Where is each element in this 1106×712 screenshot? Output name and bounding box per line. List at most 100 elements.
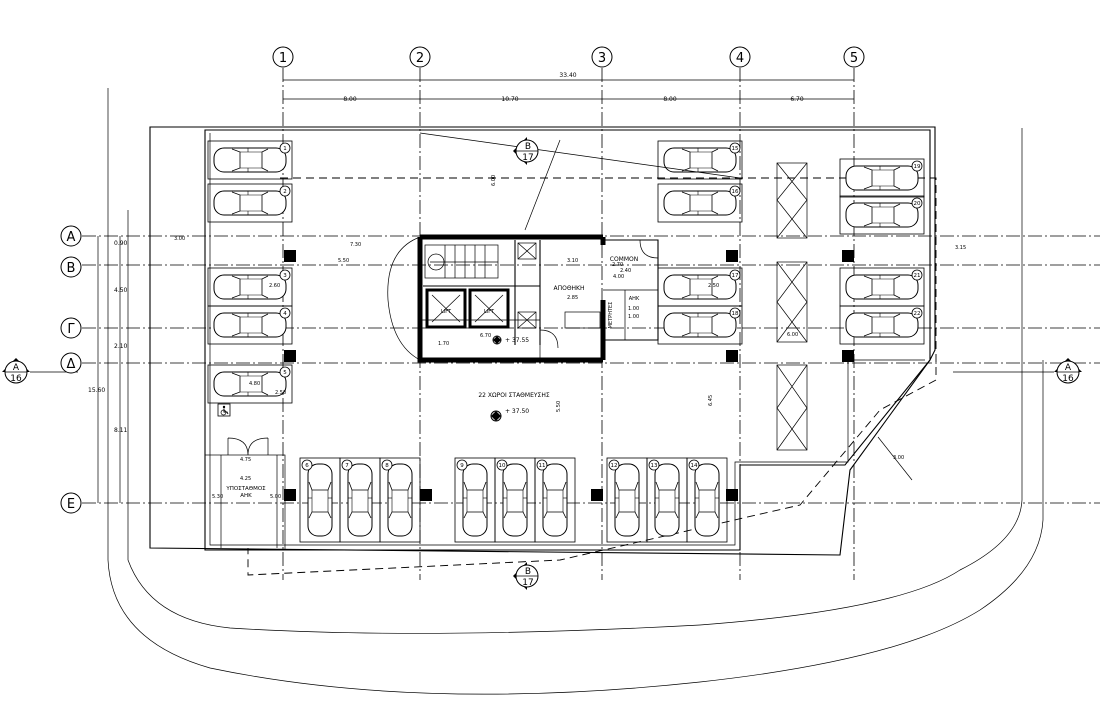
svg-text:18: 18 (732, 311, 739, 317)
svg-text:16: 16 (1062, 374, 1074, 384)
slab-diagonal (419, 132, 741, 179)
svg-text:B: B (525, 142, 531, 152)
svg-text:3.00: 3.00 (893, 455, 904, 461)
dim-overall-width: 33.40 (559, 72, 576, 79)
parking-space-8: 8 (379, 457, 421, 543)
svg-text:5: 5 (283, 370, 287, 376)
svg-text:6: 6 (305, 463, 309, 469)
svg-text:Β: Β (67, 261, 76, 276)
grid-bubble-col-2: 2 (409, 46, 431, 68)
section-marker-b-bottom: B 17 (513, 562, 539, 590)
parking-level: + 37.50 (505, 408, 529, 415)
svg-text:1.70: 1.70 (438, 341, 449, 347)
dim-bay-4: 6.70 (790, 96, 804, 103)
room-common-label: COMMON (610, 256, 638, 263)
section-marker-a-left: A 16 (2, 358, 78, 384)
parking-space-21: 21 (839, 267, 925, 307)
svg-text:7: 7 (345, 463, 349, 469)
substation-label-2: ΑΗΚ (240, 493, 252, 499)
column-2 (284, 350, 296, 362)
ramp-diagonal (524, 139, 561, 231)
svg-text:4.00: 4.00 (613, 274, 624, 280)
dim-row-1: 0.90 (114, 240, 128, 247)
lift-2-label: LIFT (484, 309, 495, 315)
dim-row-2: 4.50 (114, 287, 128, 294)
svg-text:7.30: 7.30 (350, 242, 361, 248)
svg-text:17: 17 (732, 273, 739, 279)
svg-text:Δ: Δ (67, 357, 76, 372)
svg-text:3: 3 (598, 51, 606, 66)
parking-space-12: 12 (606, 457, 648, 543)
svg-text:22: 22 (914, 311, 921, 317)
level-marker-core (492, 335, 502, 345)
svg-text:2.40: 2.40 (620, 268, 631, 274)
section-marker-b-top: B 17 (513, 137, 539, 165)
room-wc-label: ΑΗΚ (629, 296, 640, 302)
dim-row-4: 8.11 (114, 427, 128, 434)
grid-bubble-col-3: 3 (591, 46, 613, 68)
dimension-notes: 3.00 7.30 5.50 6.00 3.10 4.00 2.40 2.70 … (174, 175, 966, 500)
svg-text:20: 20 (914, 201, 921, 207)
structural-columns (284, 250, 854, 501)
wheelchair-icon (217, 403, 231, 417)
svg-text:6.00: 6.00 (787, 332, 798, 338)
svg-text:17: 17 (522, 578, 533, 588)
column-9 (420, 489, 432, 501)
svg-text:1: 1 (283, 146, 287, 152)
svg-text:3.10: 3.10 (567, 258, 578, 264)
dimension-left: 0.90 4.50 2.10 15.60 8.11 (88, 236, 128, 503)
svg-text:6.70: 6.70 (480, 333, 491, 339)
svg-text:2: 2 (283, 189, 287, 195)
svg-text:19: 19 (914, 164, 921, 170)
svg-text:4.80: 4.80 (249, 381, 260, 387)
svg-text:4: 4 (283, 311, 287, 317)
parking-space-6: 6 (299, 457, 341, 543)
parking-space-19: 19 (839, 158, 925, 198)
dim-overall-depth: 15.60 (88, 387, 105, 394)
column-10 (591, 489, 603, 501)
parking-space-20: 20 (839, 195, 925, 235)
svg-text:1: 1 (279, 51, 287, 66)
dim-row-3: 2.10 (114, 343, 128, 350)
parking-space-17: 17 (657, 267, 743, 307)
dimension-top: 33.40 8.00 10.70 8.00 6.70 (283, 72, 854, 103)
column-4 (726, 250, 738, 262)
svg-text:2.85: 2.85 (567, 295, 578, 301)
svg-text:5.50: 5.50 (556, 401, 562, 412)
parking-space-18: 18 (657, 305, 743, 345)
svg-text:11: 11 (539, 463, 546, 469)
column-7 (842, 250, 854, 262)
svg-text:9: 9 (460, 463, 464, 469)
grid-bubble-row-d: Δ (60, 352, 82, 374)
parking-title: 22 ΧΩΡΟΙ ΣΤΑΘΜΕΥΣΗΣ (478, 392, 549, 399)
parking-space-4: 4 (207, 305, 293, 345)
svg-text:A: A (13, 363, 20, 373)
svg-text:10: 10 (499, 463, 506, 469)
dim-diagonal (877, 436, 913, 481)
svg-text:14: 14 (691, 463, 698, 469)
parking-space-14: 14 (686, 457, 728, 543)
level-marker-main (490, 410, 502, 422)
svg-text:12: 12 (611, 463, 618, 469)
building-core: LIFT LIFT (387, 234, 659, 363)
parking-space-5: 5 (207, 364, 293, 404)
section-marker-a-right: A 16 (953, 358, 1082, 384)
svg-text:B: B (525, 567, 531, 577)
grid-bubble-col-4: 4 (729, 46, 751, 68)
svg-text:1.00: 1.00 (628, 314, 639, 320)
grid-bubble-row-a: Α (60, 225, 82, 247)
svg-text:17: 17 (522, 153, 533, 163)
lift-1-label: LIFT (441, 309, 452, 315)
substation-label-1: ΥΠΟΣΤΑΘΜΟΣ (225, 486, 266, 492)
svg-text:13: 13 (651, 463, 658, 469)
parking-space-10: 10 (494, 457, 536, 543)
parking-space-2: 2 (207, 183, 293, 223)
grid-bubble-col-5: 5 (843, 46, 865, 68)
svg-text:5.00: 5.00 (270, 494, 281, 500)
grid-bubble-row-g: Γ (60, 317, 82, 339)
svg-text:Α: Α (67, 230, 76, 245)
grid-bubble-row-e: Ε (60, 492, 82, 514)
parking-space-7: 7 (339, 457, 381, 543)
svg-text:2.50: 2.50 (708, 283, 719, 289)
